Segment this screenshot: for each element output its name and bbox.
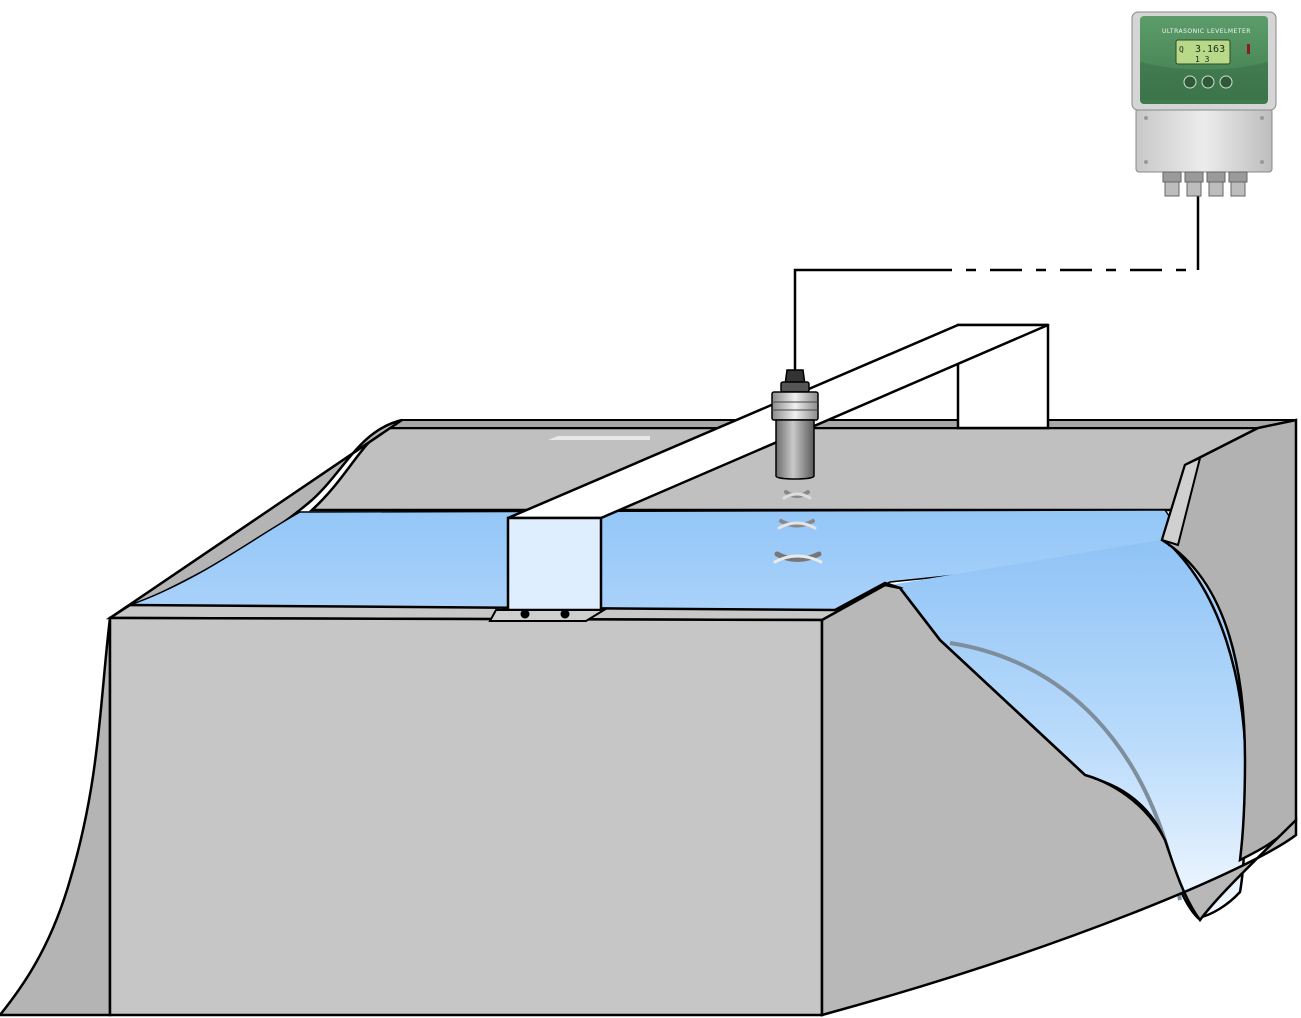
bolt-icon [520, 609, 530, 619]
sensor-cable [793, 196, 1200, 378]
channel-side-face-inner [899, 587, 1086, 776]
channel-side-face [820, 583, 1298, 1017]
ultrasonic-sensor-icon [771, 369, 819, 480]
controller-button-icon [1183, 75, 1197, 89]
channel-right-wall [1160, 418, 1298, 863]
controller-button-icon [1219, 75, 1233, 89]
controller-button-icon [1201, 75, 1215, 89]
channel-left-slope [0, 418, 403, 1017]
svg-text:1 3: 1 3 [1195, 55, 1210, 64]
svg-text:Q: Q [1179, 45, 1184, 54]
beam-foot-plate [488, 609, 608, 622]
sound-wave-icon [773, 490, 823, 564]
svg-text:3.163: 3.163 [1195, 44, 1225, 55]
bolt-icon [560, 609, 570, 619]
levelmeter-controller-icon: ULTRASONIC LEVELMETER Q 3.163 1 3 [1131, 11, 1277, 197]
svg-text:ULTRASONIC LEVELMETER: ULTRASONIC LEVELMETER [1162, 28, 1251, 35]
channel-front-wall [108, 616, 824, 1017]
